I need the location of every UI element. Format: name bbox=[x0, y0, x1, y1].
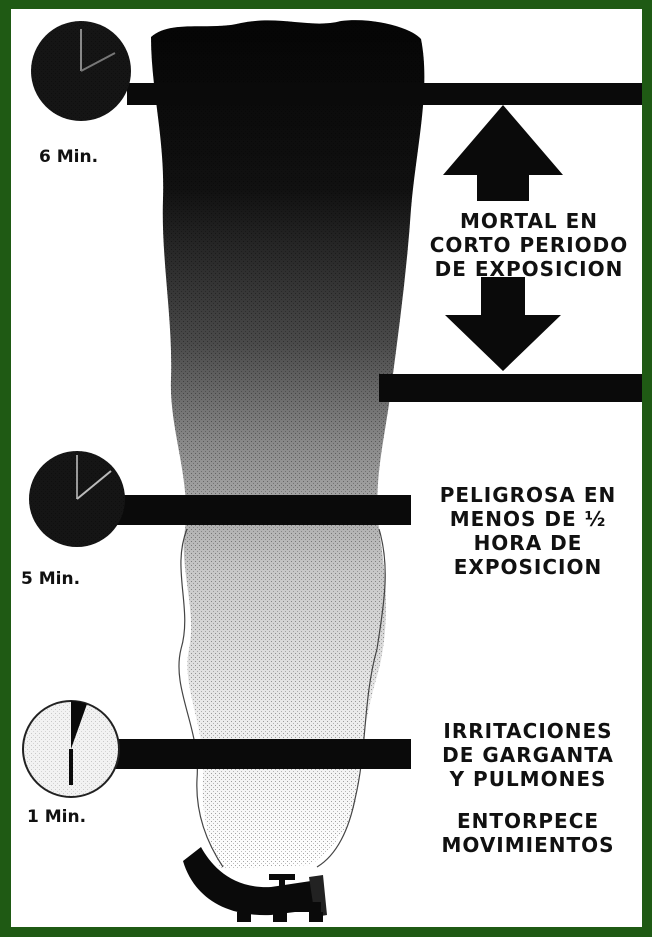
peligrosa-line-4: EXPOSICION bbox=[453, 555, 603, 579]
clock-6-icon bbox=[31, 21, 131, 121]
entorpece-line-2: MOVIMIENTOS bbox=[441, 833, 615, 857]
mortal-line-1: MORTAL EN bbox=[459, 209, 599, 233]
arrow-up-icon bbox=[443, 105, 563, 201]
vehicle-icon bbox=[237, 874, 323, 922]
smoke-outline bbox=[178, 528, 386, 868]
clock-1-label: 1 Min. bbox=[27, 807, 87, 827]
clock-6-label: 6 Min. bbox=[39, 147, 99, 167]
smoke-grain bbox=[151, 20, 425, 870]
peligrosa-line-2: MENOS DE ½ bbox=[449, 507, 607, 531]
entorpece-line-1: ENTORPECE bbox=[456, 809, 600, 833]
smoke-plume-illustration bbox=[22, 20, 642, 922]
level-bar-top bbox=[127, 83, 642, 105]
mortal-line-3: DE EXPOSICION bbox=[434, 257, 624, 281]
peligrosa-line-3: HORA DE bbox=[473, 531, 583, 555]
irritaciones-label: IRRITACIONES DE GARGANTA Y PULMONES bbox=[421, 719, 635, 791]
illustration-canvas: 6 Min. 5 Min. 1 Min. MORTAL EN CORTO PER… bbox=[11, 9, 642, 927]
clock-1-icon bbox=[22, 700, 120, 798]
clock-5-icon bbox=[29, 451, 125, 547]
irritaciones-line-2: DE GARGANTA bbox=[442, 743, 614, 767]
level-bar-irritaciones bbox=[81, 739, 411, 769]
arrow-down-icon bbox=[445, 277, 561, 371]
level-bar-peligrosa bbox=[81, 495, 411, 525]
peligrosa-label: PELIGROSA EN MENOS DE ½ HORA DE EXPOSICI… bbox=[421, 483, 635, 579]
clock-5-label: 5 Min. bbox=[21, 569, 81, 589]
entorpece-label: ENTORPECE MOVIMIENTOS bbox=[421, 809, 635, 857]
peligrosa-line-1: PELIGROSA EN bbox=[439, 483, 617, 507]
irritaciones-line-1: IRRITACIONES bbox=[443, 719, 613, 743]
mortal-label: MORTAL EN CORTO PERIODO DE EXPOSICION bbox=[423, 209, 635, 281]
mortal-line-2: CORTO PERIODO bbox=[429, 233, 629, 257]
irritaciones-line-3: Y PULMONES bbox=[449, 767, 607, 791]
level-bar-mortal-lower bbox=[379, 374, 642, 402]
